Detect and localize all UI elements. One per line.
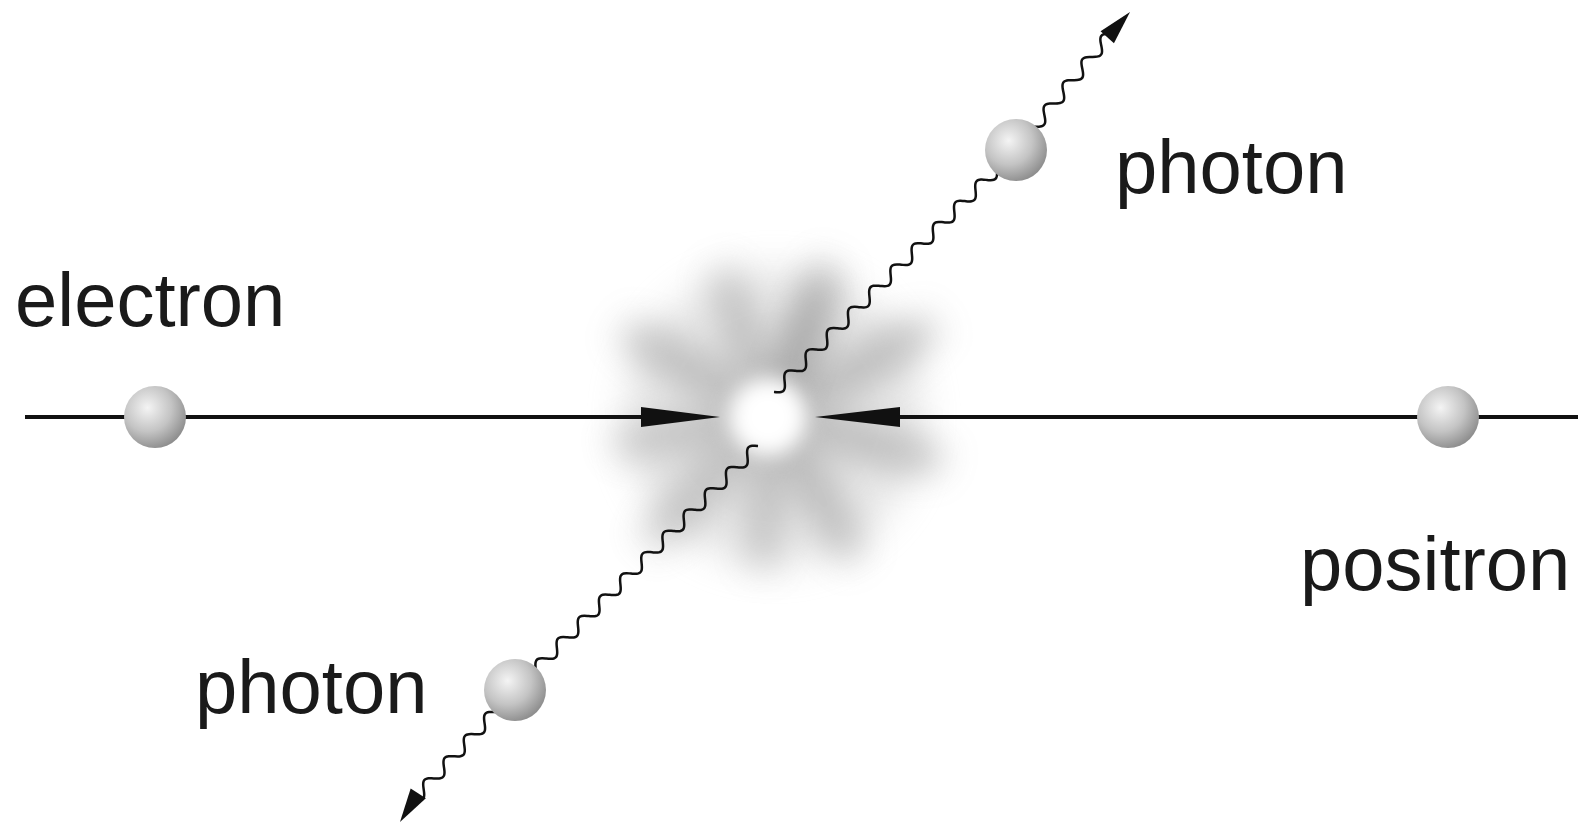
arrowhead: [1101, 12, 1130, 43]
burst-core: [728, 377, 808, 457]
particle-label: positron: [1300, 526, 1570, 602]
arrowhead: [400, 788, 426, 822]
photon-wave: [514, 446, 758, 690]
particle-sphere: [484, 659, 546, 721]
particle-sphere: [1417, 386, 1479, 448]
particle-label: photon: [1115, 129, 1347, 205]
particle-sphere: [985, 119, 1047, 181]
particle-sphere: [124, 386, 186, 448]
particle-label: electron: [15, 262, 285, 338]
arrowhead: [815, 407, 900, 427]
arrowhead: [641, 407, 720, 427]
burst-glow: [624, 267, 924, 567]
electron-track: [25, 415, 660, 419]
photon-wave: [774, 152, 1018, 392]
particle-label: photon: [195, 649, 427, 725]
particle-tracks: [25, 12, 1578, 822]
annihilation-burst: [608, 256, 949, 572]
